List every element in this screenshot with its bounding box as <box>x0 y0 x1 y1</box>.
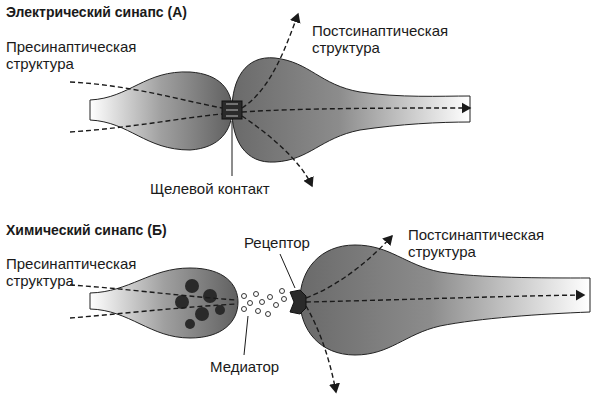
signal-arrow <box>306 295 584 302</box>
part-label: Постсинаптическая структура <box>312 22 462 56</box>
part-label: Рецептор <box>244 234 344 251</box>
gap-junction-channel <box>226 110 238 111</box>
signal-arrow <box>306 306 336 392</box>
postsynaptic-structure <box>300 245 590 355</box>
part-label: Медиатор <box>210 358 320 375</box>
signal-arrow <box>306 236 392 298</box>
signal-path <box>70 304 236 318</box>
postsynaptic-structure <box>232 58 470 162</box>
receptor <box>290 290 306 314</box>
vesicles <box>175 279 225 329</box>
leader-line <box>244 316 248 355</box>
leader-line <box>232 121 233 176</box>
current-arrow <box>242 14 298 108</box>
current-arrow <box>242 116 312 186</box>
mediator-molecules <box>242 289 287 317</box>
current-path <box>70 82 222 108</box>
section-heading: Электрический синапс (А) <box>6 4 266 21</box>
current-path <box>70 114 222 132</box>
part-label: Пресинаптическая структура <box>6 38 146 72</box>
leader-line <box>280 254 295 288</box>
presynaptic-terminal <box>90 72 232 150</box>
gap-junction-channel <box>226 116 238 117</box>
gap-junction-channel <box>226 104 238 105</box>
part-label: Постсинаптическая структура <box>408 226 558 260</box>
part-label: Щелевой контакт <box>150 180 310 197</box>
current-arrow <box>242 108 470 112</box>
gap-junction <box>222 101 242 119</box>
signal-path <box>70 285 236 300</box>
presynaptic-terminal <box>90 268 238 338</box>
part-label: Пресинаптическая структура <box>6 255 146 289</box>
section-heading: Химический синапс (Б) <box>6 222 266 239</box>
